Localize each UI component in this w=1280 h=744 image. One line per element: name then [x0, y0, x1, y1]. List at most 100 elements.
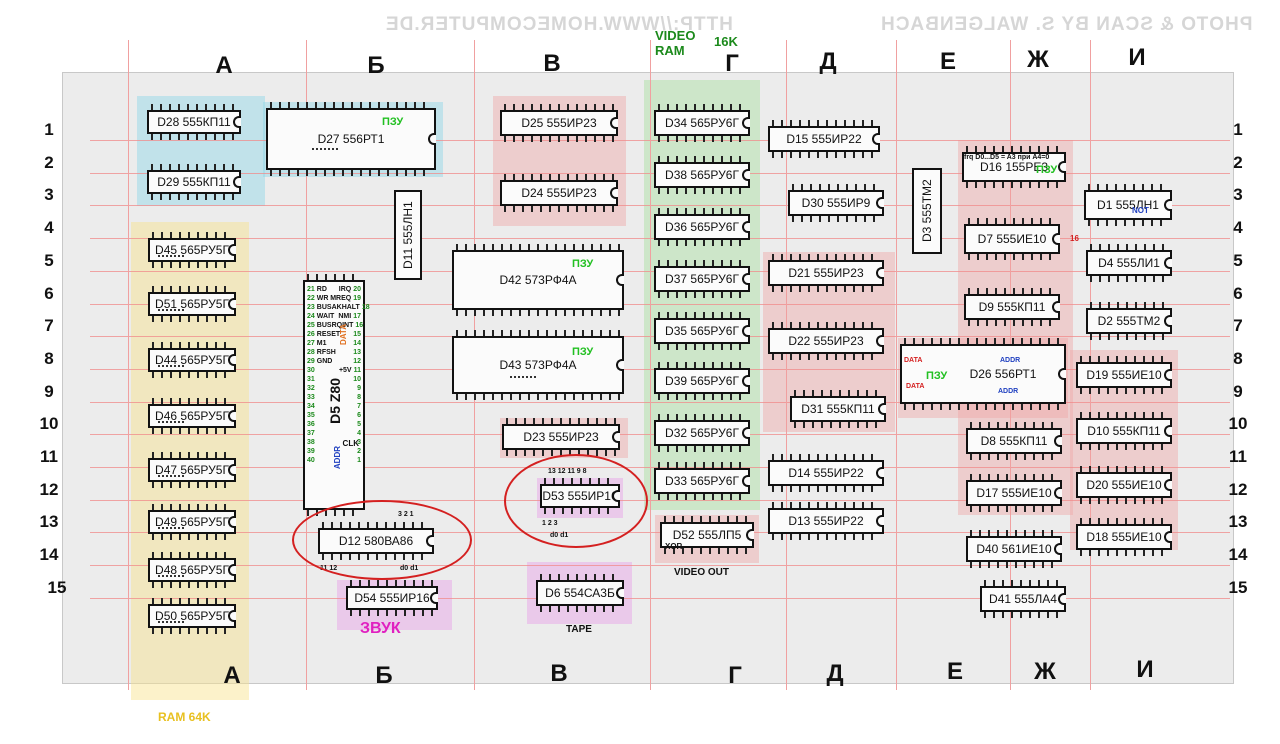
chip-d52[interactable]: D52 555ЛП5 — [660, 516, 754, 554]
chip-d26-label: D26 556РТ1 — [969, 367, 1037, 381]
chip-d46-label: D46 565РУ5Г — [155, 409, 229, 423]
chip-d24[interactable]: D24 555ИР23 — [500, 174, 618, 212]
cpu-pin-left: 29 — [307, 358, 315, 365]
chip-d7-label: D7 555ИЕ10 — [977, 232, 1047, 246]
cpu-pin-left: 22 — [307, 295, 315, 302]
cpu-pin-left: 33 — [307, 394, 315, 401]
chip-d13[interactable]: D13 555ИР22 — [768, 502, 884, 540]
row-label-left: 2 — [44, 153, 54, 172]
chip-d40[interactable]: D40 561ИЕ10 — [966, 530, 1062, 568]
chip-d33[interactable]: D33 565РУ6Г — [654, 462, 750, 500]
chip-d23[interactable]: D23 555ИР23 — [502, 418, 620, 456]
chip-d36[interactable]: D36 565РУ6Г — [654, 208, 750, 246]
chip-d33-label: D33 565РУ6Г — [665, 474, 739, 488]
chip-d13-label: D13 555ИР22 — [788, 514, 864, 528]
chip-d9-label: D9 555КП11 — [978, 300, 1046, 314]
chip-d43[interactable]: D43 573РФ4А — [452, 330, 624, 400]
chip-d22[interactable]: D22 555ИР23 — [768, 322, 884, 360]
chip-d29[interactable]: D29 555КП11 — [147, 164, 241, 200]
chip-d47[interactable]: D47 565РУ5Г — [148, 452, 236, 488]
d26-data-left: DATA — [904, 357, 923, 364]
cpu-pin-left: 21 — [307, 286, 315, 293]
cpu-pin-right: 17 — [353, 313, 361, 320]
chip-d17[interactable]: D17 555ИЕ10 — [966, 474, 1062, 512]
chip-d6[interactable]: D6 554СА3Б — [536, 574, 624, 612]
chip-d54[interactable]: D54 555ИР16 — [346, 580, 438, 616]
xor-label: XOR — [665, 542, 683, 551]
chip-d4[interactable]: D4 555ЛИ1 — [1086, 244, 1172, 282]
chip-d32[interactable]: D32 565РУ6Г — [654, 414, 750, 452]
chip-d26[interactable]: D26 556РТ1 — [900, 338, 1066, 410]
chip-d27[interactable]: D27 556РТ1 — [266, 102, 436, 176]
chip-d30[interactable]: D30 555ИР9 — [788, 184, 884, 222]
col-label-i-bottom: И — [1136, 656, 1154, 683]
cpu-pin-right: 4 — [357, 430, 361, 437]
chip-d9[interactable]: D9 555КП11 — [964, 288, 1060, 326]
chip-d11[interactable]: D11 555ЛН1 — [394, 190, 422, 280]
chip-d18[interactable]: D18 555ИЕ10 — [1076, 518, 1172, 556]
chip-d51[interactable]: D51 565РУ5Г — [148, 286, 236, 322]
chip-d14[interactable]: D14 555ИР22 — [768, 454, 884, 492]
cpu-pin-left-name: WAIT — [316, 313, 335, 320]
chip-d51-label: D51 565РУ5Г — [155, 297, 229, 311]
row-label-right: 11 — [1229, 447, 1247, 466]
chip-d42[interactable]: D42 573РФ4А — [452, 244, 624, 316]
chip-d48-label: D48 565РУ5Г — [155, 563, 229, 577]
chip-d49[interactable]: D49 565РУ5Г — [148, 504, 236, 540]
chip-d20[interactable]: D20 555ИЕ10 — [1076, 466, 1172, 504]
d16-note: frq D0...D5 = A3 при A4=0 — [964, 154, 1050, 161]
chip-d7[interactable]: D7 555ИЕ10 — [964, 218, 1060, 260]
chip-d2[interactable]: D2 555ТМ2 — [1086, 302, 1172, 340]
cpu-pin-right: 2 — [357, 448, 361, 455]
col-label-e-top: Е — [939, 48, 957, 75]
chip-d34[interactable]: D34 565РУ6Г — [654, 104, 750, 142]
chip-d39-label: D39 565РУ6Г — [665, 374, 739, 388]
row-label-right: 10 — [1228, 414, 1248, 433]
chip-d31[interactable]: D31 555КП11 — [790, 390, 886, 428]
chip-d45[interactable]: D45 565РУ5Г — [148, 232, 236, 268]
rom-tag-d26: ПЗУ — [926, 370, 948, 382]
cpu-pin-left: 36 — [307, 421, 315, 428]
chip-d41[interactable]: D41 555ЛА4 — [980, 580, 1066, 618]
chip-d50[interactable]: D50 565РУ5Г — [148, 598, 236, 634]
chip-d16[interactable]: D16 155РЕ3 — [962, 146, 1066, 188]
chip-d46[interactable]: D46 565РУ5Г — [148, 398, 236, 434]
video-ram-label: VIDEO RAM — [655, 28, 696, 58]
cpu-addr-label: ADDR — [333, 446, 342, 470]
chip-d25[interactable]: D25 555ИР23 — [500, 104, 618, 142]
chip-d20-label: D20 555ИЕ10 — [1086, 478, 1162, 492]
cpu-pin-right: 13 — [353, 349, 361, 356]
chip-d21[interactable]: D21 555ИР23 — [768, 254, 884, 292]
chip-d37[interactable]: D37 565РУ6Г — [654, 260, 750, 298]
chip-d44[interactable]: D44 565РУ5Г — [148, 342, 236, 378]
chip-d39[interactable]: D39 565РУ6Г — [654, 362, 750, 400]
chip-d15[interactable]: D15 555ИР22 — [768, 120, 880, 158]
chip-d35[interactable]: D35 565РУ6Г — [654, 312, 750, 350]
not-label: NOT — [1132, 206, 1149, 215]
cpu-pin-left: 27 — [307, 340, 315, 347]
grid-row-line — [90, 304, 1230, 305]
row-label-right: 1 — [1233, 120, 1243, 139]
chip-d28[interactable]: D28 555КП11 — [147, 104, 241, 140]
d26-data-bottom: DATA — [906, 383, 925, 390]
cpu-pin-left: 34 — [307, 403, 315, 410]
cpu-pin-left: 25 — [307, 322, 315, 329]
cpu-pin-right: 18 — [361, 304, 370, 311]
chip-d10[interactable]: D10 555КП11 — [1076, 412, 1172, 450]
col-label-e-bottom: Е — [946, 658, 964, 685]
cpu-pin-right-name: MREQ — [330, 295, 352, 302]
chip-d1[interactable]: D1 555ЛН1 — [1084, 184, 1172, 226]
cpu-pin-right: 16 — [355, 322, 364, 329]
chip-d48[interactable]: D48 565РУ5Г — [148, 552, 236, 588]
cpu-pin-right: 5 — [357, 421, 361, 428]
chip-d24-label: D24 555ИР23 — [521, 186, 597, 200]
chip-d3[interactable]: D3 555ТМ2 — [912, 168, 942, 254]
chip-d19[interactable]: D19 555ИЕ10 — [1076, 356, 1172, 394]
grid-column-line — [896, 40, 897, 690]
chip-d47-label: D47 565РУ5Г — [155, 463, 229, 477]
row-label-right: 12 — [1228, 480, 1248, 499]
col-label-d-bottom: Д — [826, 660, 844, 687]
chip-d8[interactable]: D8 555КП11 — [966, 422, 1062, 460]
chip-d38[interactable]: D38 565РУ6Г — [654, 156, 750, 194]
